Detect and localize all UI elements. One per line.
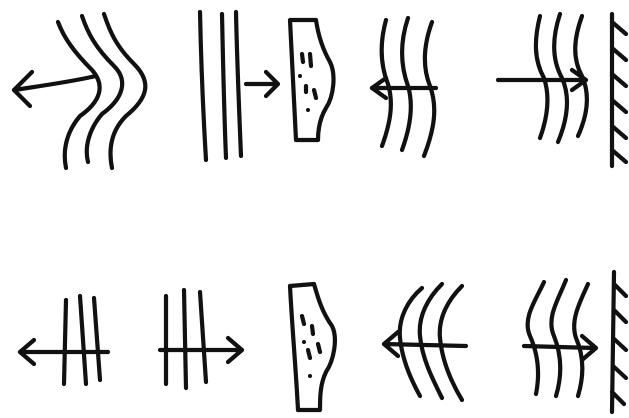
straight-line-3 xyxy=(200,292,206,382)
lens-dot-2 xyxy=(308,374,312,378)
lens-mark-3 xyxy=(308,350,310,358)
bottom-panel-3-lens xyxy=(290,284,335,410)
top-panel-2-straight-lines-arrow xyxy=(200,12,278,160)
straight-line-1 xyxy=(64,300,66,384)
curved-line-1 xyxy=(536,16,548,138)
lens-outline xyxy=(290,20,333,140)
wall-hatch-4 xyxy=(613,366,626,378)
straight-line-2 xyxy=(184,290,186,388)
arrow-shaft xyxy=(384,344,466,346)
wall-hatch-2 xyxy=(614,310,626,322)
bottom-panel-2-straight-lines-arrow-right xyxy=(160,290,242,388)
top-panel-5-curved-lines-to-wall xyxy=(498,14,626,166)
bottom-panel-5-curved-lines-to-wall xyxy=(524,272,626,412)
top-panel-1-wave-reflect-left xyxy=(14,14,145,168)
lens-mark-4 xyxy=(318,344,320,352)
straight-line-3 xyxy=(236,12,241,156)
top-panel-4-curved-lines-arrow-left xyxy=(372,18,436,156)
bottom-panel-4-curved-lines-arrow-left xyxy=(384,284,466,400)
lens-outline xyxy=(290,284,335,410)
straight-line-1 xyxy=(200,12,206,160)
lens-mark-4 xyxy=(314,90,316,98)
arrow-shaft xyxy=(524,346,594,348)
straight-line-2 xyxy=(80,296,86,384)
bottom-panel-1-straight-lines-arrow-left xyxy=(20,296,108,384)
lens-mark-2 xyxy=(310,54,311,66)
lens-dot-2 xyxy=(306,108,310,112)
lens-mark-1 xyxy=(302,316,304,324)
curved-line-1 xyxy=(528,282,544,394)
curved-line-3 xyxy=(104,14,145,168)
curved-line-2 xyxy=(551,280,566,396)
lens-dot-1 xyxy=(302,340,306,344)
curved-line-3 xyxy=(440,286,462,400)
straight-line-2 xyxy=(222,14,226,158)
curved-line-1 xyxy=(382,20,391,146)
straight-line-3 xyxy=(94,298,100,380)
curved-line-2 xyxy=(402,18,411,150)
top-panel-3-lens xyxy=(290,20,333,140)
lens-mark-2 xyxy=(312,326,313,334)
lens-dot-1 xyxy=(298,74,302,78)
lens-mark-1 xyxy=(302,54,303,62)
